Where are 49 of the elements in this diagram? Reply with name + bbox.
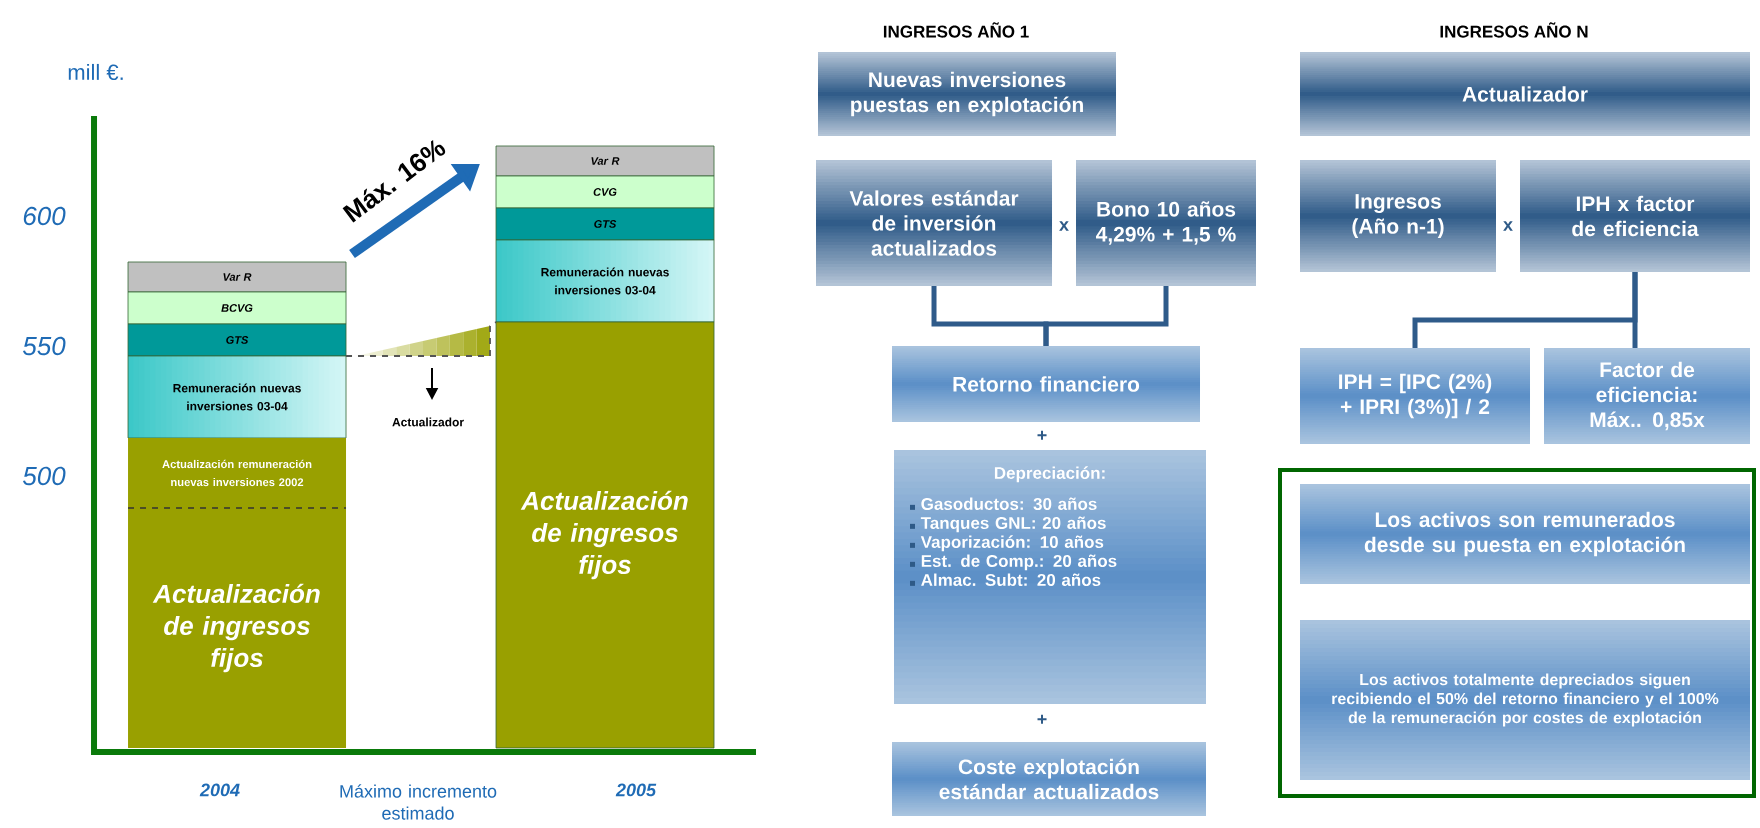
connector xyxy=(1043,286,1169,346)
operator-sign: x xyxy=(1059,221,1069,231)
operator-sign: x xyxy=(1503,221,1513,231)
node-label: Bono 10 años 4,29% + 1,5 % xyxy=(1095,201,1236,245)
frame xyxy=(1278,468,1756,798)
axis-unit: mill €. xyxy=(68,63,123,81)
node-label: Depreciación: xyxy=(994,466,1105,483)
text-box: IPH x factor de eficiencia xyxy=(1520,160,1750,272)
node-label: desde su puesta en explotación xyxy=(1364,536,1685,557)
tick-label: 600 xyxy=(23,206,66,226)
text-box: Coste explotación estándar actualizados xyxy=(892,742,1206,816)
node-label: IPH x factor de eficiencia xyxy=(1572,195,1699,237)
node-label: Retorno financiero xyxy=(953,376,1140,392)
node-label: Gasoductos: 30 años xyxy=(921,497,1097,511)
node-label: Coste explotación estándar actualizados xyxy=(939,758,1159,800)
node-label: Vaporización: 10 años xyxy=(920,535,1104,552)
category-label: 2004 xyxy=(199,783,240,797)
node-label: Ingresos (Año n-1) xyxy=(1352,194,1444,238)
text-box: Los activos son remunerados desde su puesta en explotación xyxy=(1300,484,1750,584)
text-box: Ingresos (Año n-1) xyxy=(1300,160,1496,272)
tick-label: 500 xyxy=(22,466,66,486)
text-box: Valores estándar de inversión actualizados xyxy=(816,160,1052,286)
node-label: Valores estándar de inversión actualizados xyxy=(849,190,1019,256)
text-box: Depreciación: Gasoductos: 30 años Tanques GNL: 20 años Vaporización: 10 años Est. de Comp.: 20 años Almac. Subt: 20 años xyxy=(894,450,1206,704)
text-box: Retorno financiero xyxy=(892,346,1200,422)
category-label: Máximo incremento estimado xyxy=(340,784,497,820)
node-label: Nuevas inversiones puestas en explotación xyxy=(851,71,1083,117)
node-label: Actualizador xyxy=(1462,86,1588,102)
node-label: Est. de Comp.: 20 años xyxy=(921,554,1117,571)
node-label: IPH = [IPC (2%) + IPRI (3%)] / 2 xyxy=(1339,373,1492,419)
text-box: Bono 10 años 4,29% + 1,5 % xyxy=(1076,160,1256,286)
text-box: Factor de eficiencia: Máx.. 0,85x xyxy=(1544,348,1750,444)
bar-segment: Actualización de ingresos fijos xyxy=(495,321,715,749)
tick-label: 550 xyxy=(22,336,66,356)
text-box: Nuevas inversiones puestas en explotación xyxy=(818,52,1116,136)
operator-sign: + xyxy=(1037,714,1047,724)
connector xyxy=(1632,272,1638,348)
text-box: Los activos totalmente depreciados siguen recibiendo el 50% del retorno financiero y el 100% de la remuneración por costes de explotación xyxy=(1300,620,1750,780)
arrow-label: Máx. 16% xyxy=(342,139,446,223)
node-label: Factor de eficiencia: Máx.. 0,85x xyxy=(1590,361,1705,431)
node-label: Tanques GNL: 20 años xyxy=(920,516,1106,533)
node-label: Los activos totalmente depreciados siguen recibiendo el 50% del retorno financiero y el 100% de la remuneración por costes de explotación xyxy=(1332,673,1719,727)
text-box: IPH = [IPC (2%) + IPRI (3%)] / 2 xyxy=(1300,348,1530,444)
node-label: Almac. Subt: 20 años xyxy=(921,573,1101,587)
node-label: Actualización de ingresos fijos xyxy=(152,583,320,673)
category-label: 2005 xyxy=(615,783,657,797)
connector xyxy=(345,321,497,357)
operator-sign: + xyxy=(1037,430,1047,440)
text-box: Actualizador xyxy=(1300,52,1750,136)
